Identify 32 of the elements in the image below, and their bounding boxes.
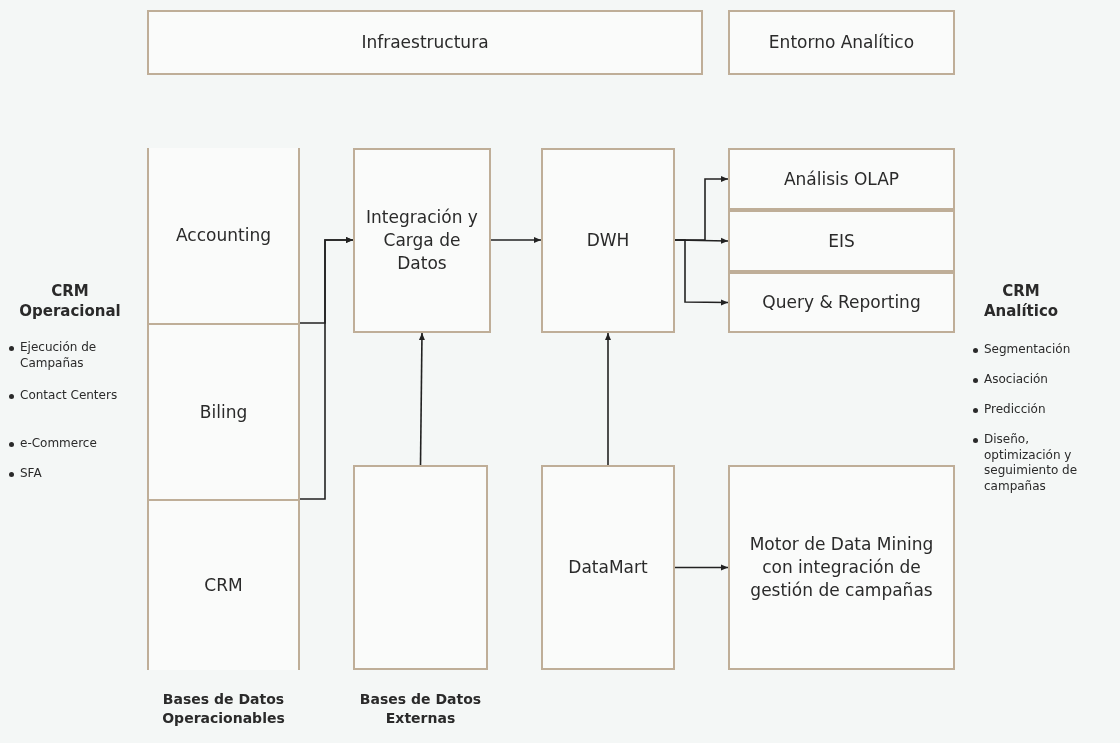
process-box: Infraestructura [147,10,703,75]
arrow [605,332,611,466]
process-box: Motor de Data Mining con integración de gestión de campañas [728,465,955,670]
arrow [418,332,425,466]
process-box: DWH [541,148,675,333]
bullet-item: Diseño, optimización y seguimiento de campañas [984,432,1079,495]
process-box: Biling [149,323,298,499]
bullet-item: e-Commerce [20,436,98,452]
process-box: CRM [149,499,298,670]
bullet-item: Predicción [984,402,1047,418]
arrow [490,236,542,243]
section-heading: CRM Analítico [982,282,1060,321]
process-box: Integración y Carga de Datos [353,148,491,333]
process-box: Query & Reporting [728,272,955,333]
arrow [674,239,729,306]
bullet-item: SFA [20,466,43,482]
bullet-item: Asociación [984,372,1049,388]
process-box: Entorno Analítico [728,10,955,75]
arrow [299,236,354,500]
process-box: DataMart [541,465,675,670]
section-heading: CRM Operacional [18,282,122,321]
node-caption: Bases de Datos Externas [358,690,483,728]
bullet-item: Contact Centers [20,388,119,404]
process-box: Accounting [149,148,298,323]
database-column-box [147,148,300,670]
bullet-item: Ejecución de Campañas [20,340,98,372]
empty-box [353,465,488,670]
process-box: EIS [728,210,955,272]
node-caption: Bases de Datos Operacionables [161,690,286,728]
bullet-item: Segmentación [984,342,1072,358]
arrow [674,564,729,571]
process-box: Análisis OLAP [728,148,955,210]
